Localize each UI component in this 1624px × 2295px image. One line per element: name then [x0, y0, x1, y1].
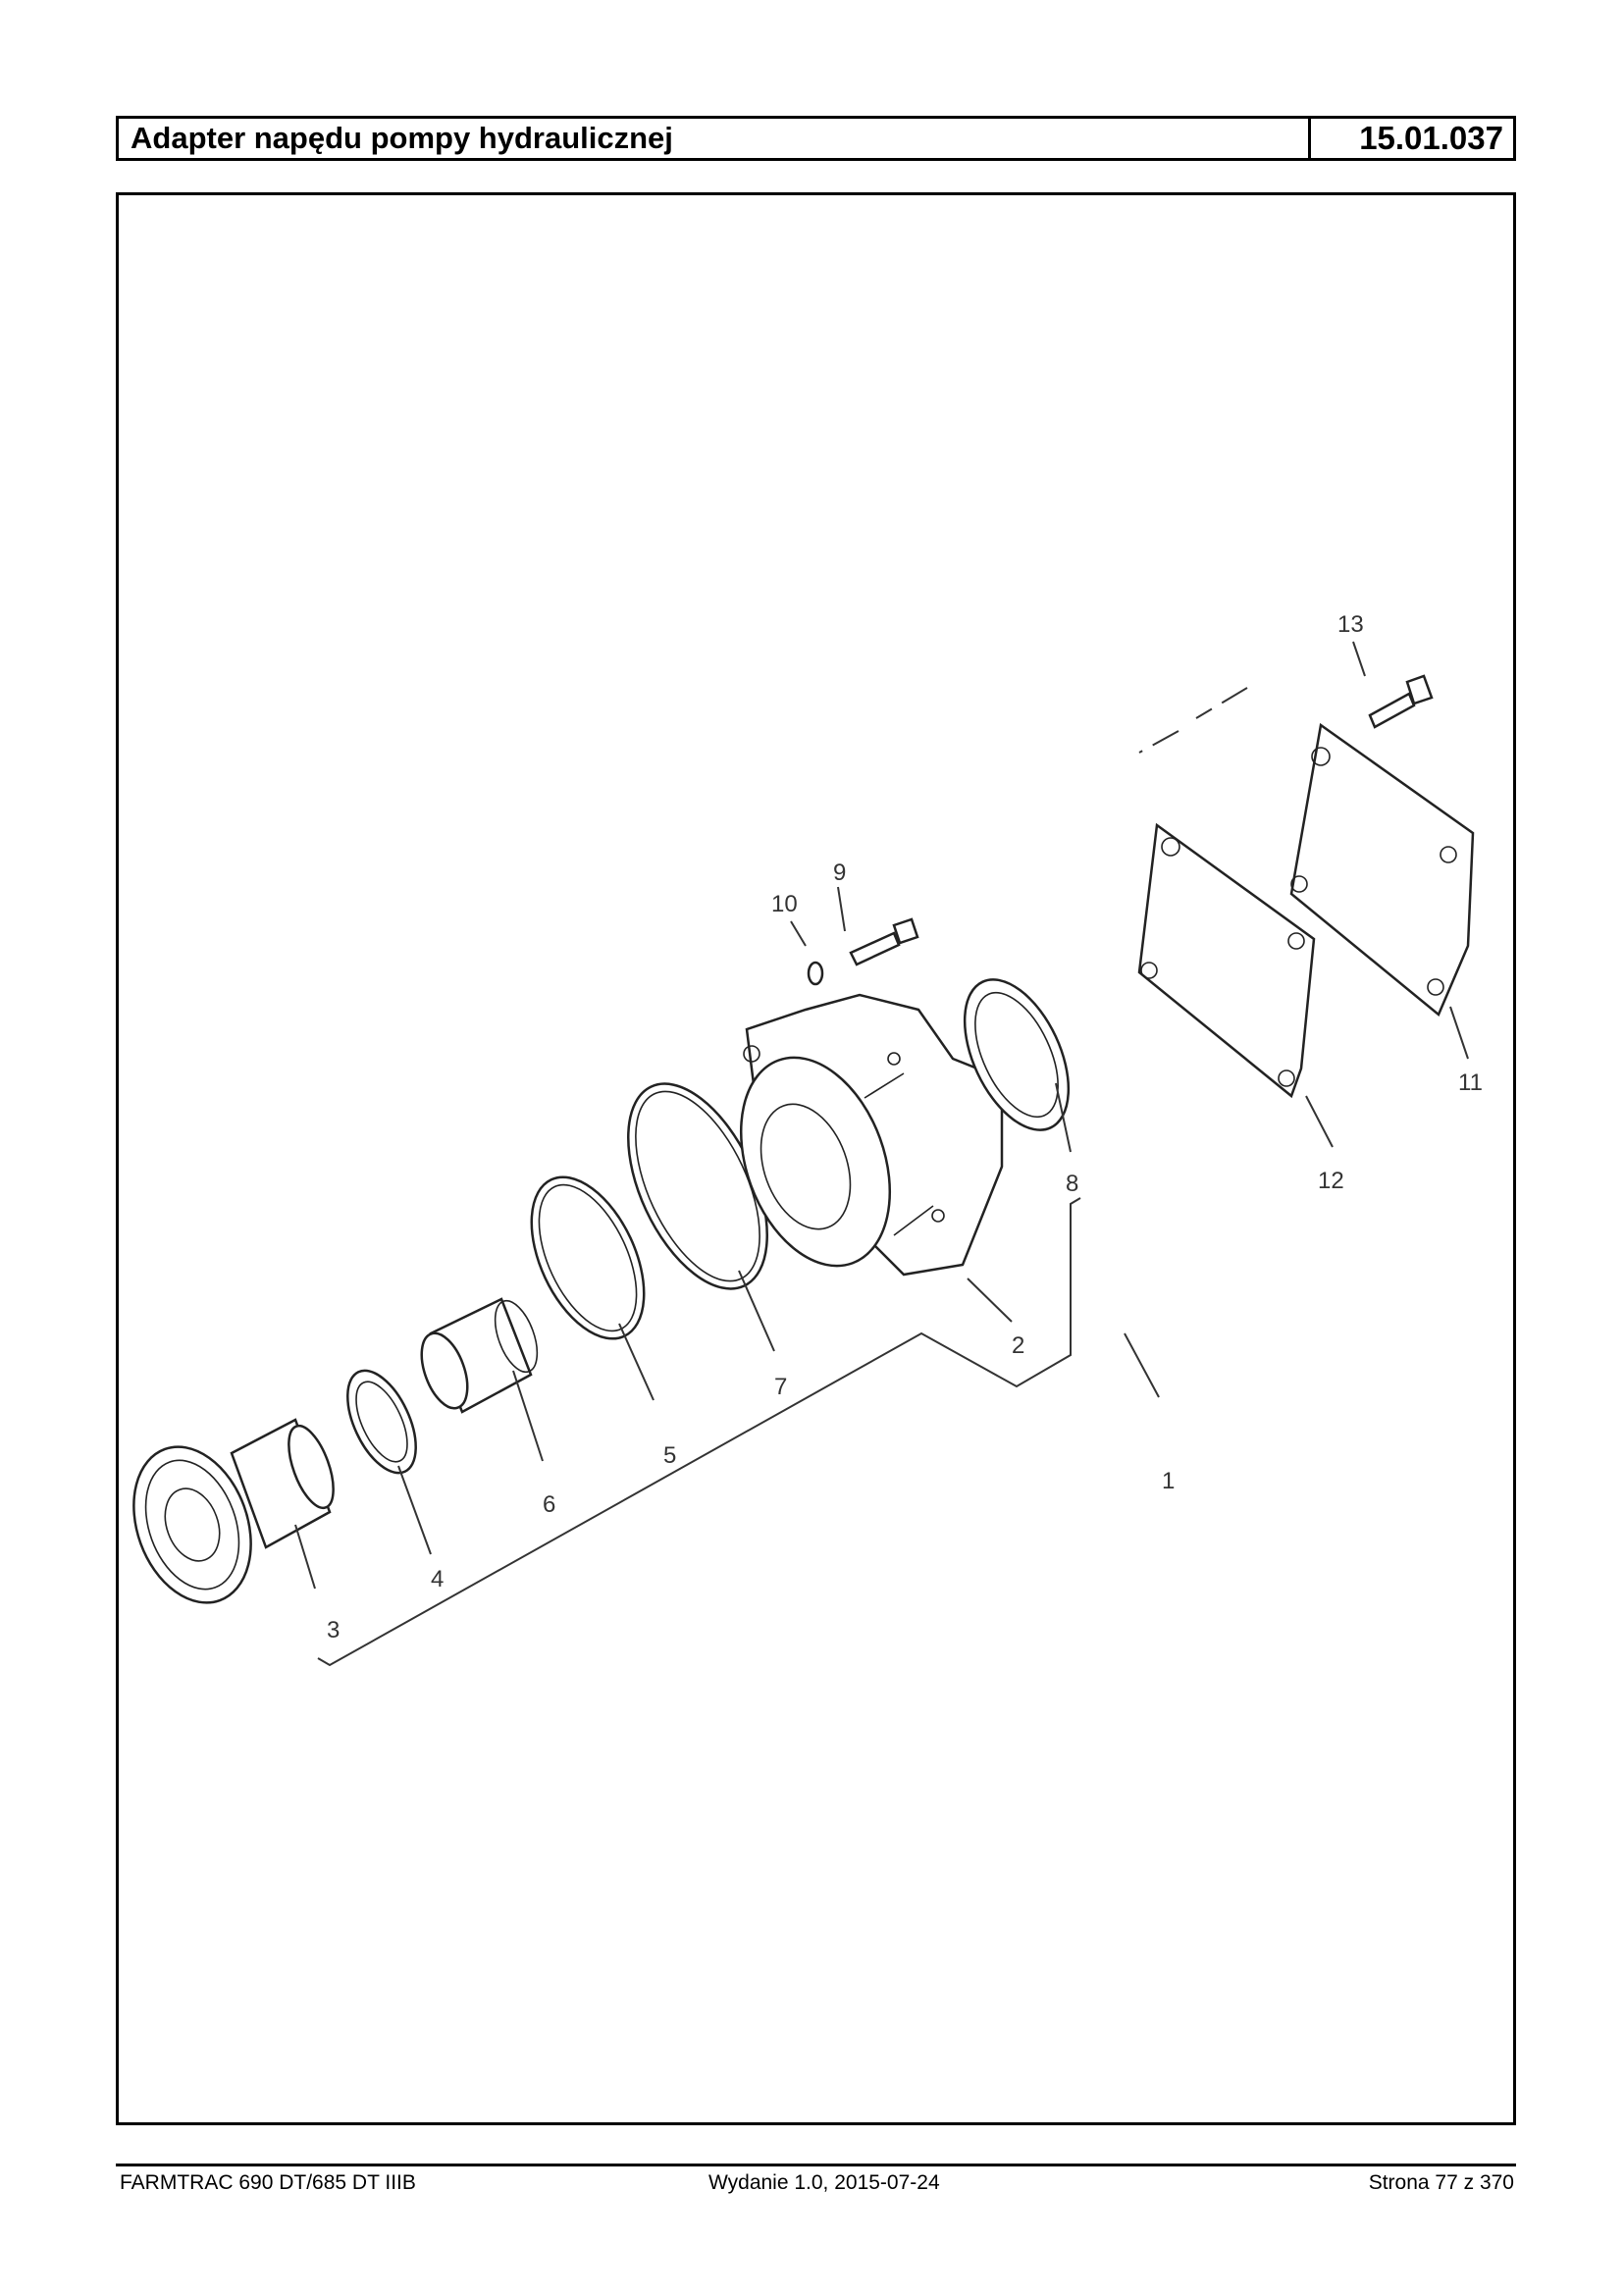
footer-divider	[116, 2164, 1516, 2166]
part-bolt-13	[1368, 674, 1434, 729]
section-code: 15.01.037	[1359, 120, 1503, 156]
callout-4: 4	[431, 1566, 444, 1592]
part-shim-4	[346, 1369, 417, 1475]
part-cover-plate-11	[1289, 722, 1475, 1017]
callout-6: 6	[543, 1491, 555, 1518]
callout-2: 2	[1012, 1332, 1024, 1359]
part-bolt-9	[849, 917, 919, 966]
part-adapter-housing	[739, 993, 1004, 1277]
callout-1: 1	[1162, 1468, 1175, 1494]
callout-8: 8	[1066, 1171, 1078, 1197]
part-washer-10	[807, 961, 824, 986]
diagram-frame: 1 2 3 4 5 6 7 8 9 10 11 12 13	[116, 192, 1516, 2125]
bracket-assembly-3	[317, 1197, 1081, 1667]
part-gasket-12	[1137, 822, 1316, 1099]
callout-3: 3	[327, 1617, 340, 1643]
footer-edition: Wydanie 1.0, 2015-07-24	[708, 2171, 940, 2194]
page-title: Adapter napędu pompy hydraulicznej	[119, 119, 1311, 158]
part-gear-shaft	[132, 1418, 335, 1604]
callout-11: 11	[1458, 1069, 1483, 1096]
footer-model: FARMTRAC 690 DT/685 DT IIIB	[120, 2171, 416, 2194]
callout-5: 5	[663, 1442, 676, 1469]
footer-page-number: Strona 77 z 370	[1368, 2171, 1514, 2194]
callout-13: 13	[1337, 611, 1364, 638]
part-shim-8	[963, 978, 1071, 1131]
part-bushing-6	[420, 1297, 539, 1414]
callout-9: 9	[833, 860, 846, 886]
callout-12: 12	[1318, 1168, 1344, 1194]
exploded-parts-diagram: 1 2 3 4 5 6 7 8 9 10 11 12 13	[132, 611, 1483, 1667]
callout-10: 10	[771, 891, 798, 917]
page-header: Adapter napędu pompy hydraulicznej 15.01…	[116, 116, 1516, 161]
callout-7: 7	[774, 1374, 787, 1400]
